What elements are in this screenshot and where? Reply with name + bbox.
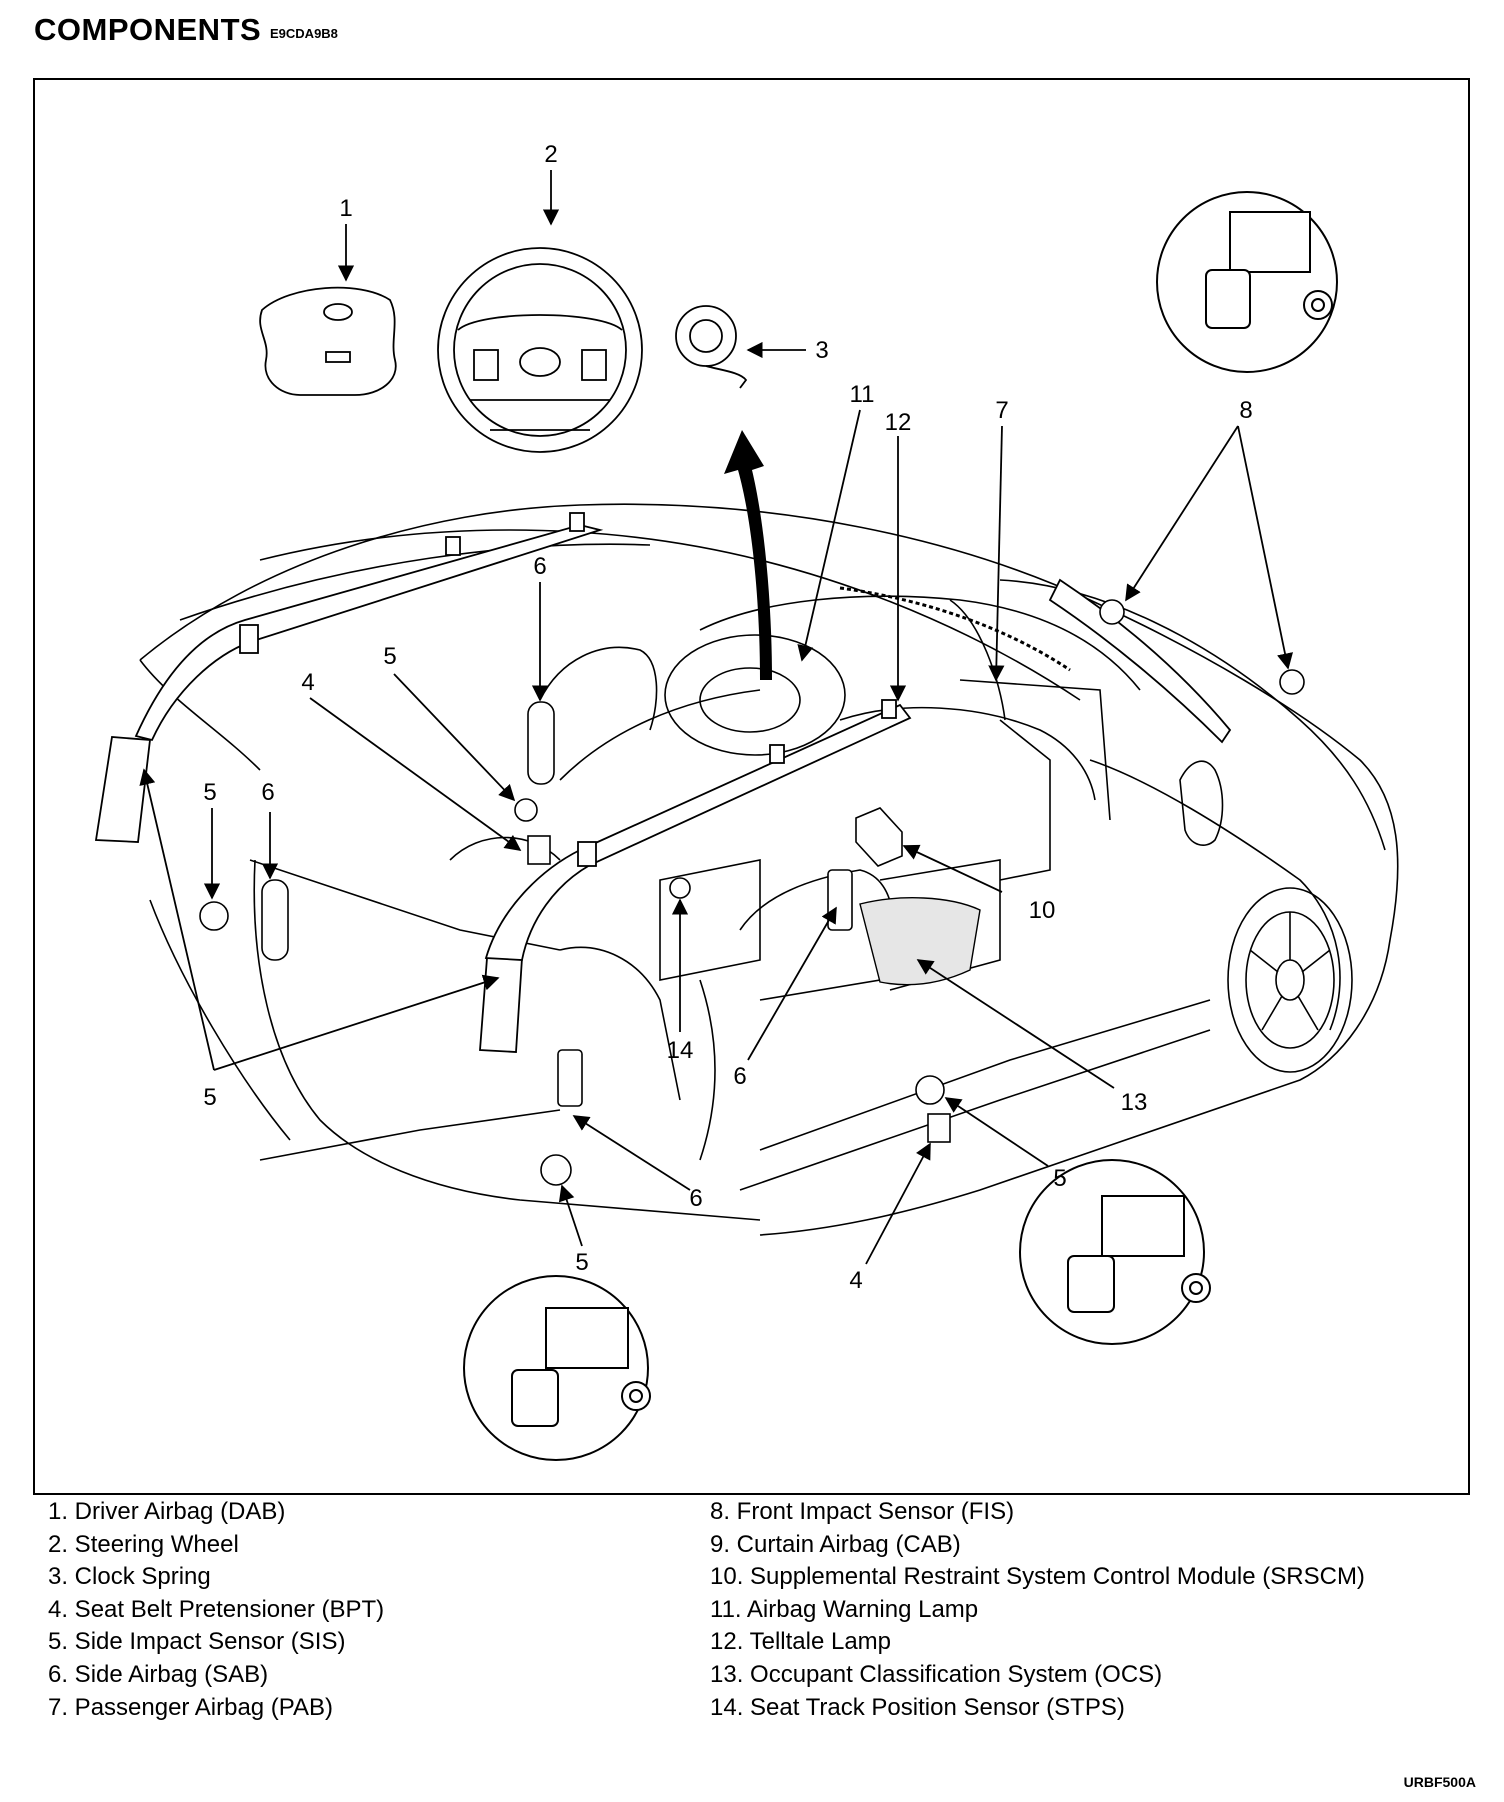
leader-13: [916, 959, 1115, 1089]
leader-5-top: [393, 673, 516, 802]
callout-label: 11: [850, 381, 875, 408]
callout-label: 12: [885, 409, 912, 436]
legend-item: 13. Occupant Classification System (OCS): [710, 1660, 1163, 1688]
side-impact-sensor-detail-left: [463, 1275, 651, 1461]
callout-label: 1: [339, 195, 352, 222]
callout-label: 5: [575, 1249, 588, 1276]
sensor-markers: [199, 599, 1305, 1186]
car-steering-wheel: [664, 634, 846, 756]
legend-item: 12. Telltale Lamp: [710, 1628, 892, 1656]
callout-label: 5: [1053, 1165, 1066, 1192]
srscm-module-shape: [855, 807, 903, 867]
leader-10: [902, 844, 1003, 893]
callout-label: 4: [301, 669, 314, 696]
leader-9a: [139, 768, 215, 1071]
leader-7: [988, 425, 1005, 682]
wheel: [1227, 887, 1353, 1073]
legend-item: 10. Supplemental Restraint System Contro…: [710, 1563, 1365, 1591]
clock-spring-illustration: [675, 305, 748, 389]
steering-wheel-illustration: [437, 247, 643, 453]
document-code: E9CDA9B8: [270, 26, 338, 41]
leader-5-right: [944, 1097, 1049, 1167]
legend-item: 9. Curtain Airbag (CAB): [710, 1530, 961, 1558]
car-body-outline: [139, 503, 1399, 1236]
leader-6-bottom: [572, 1115, 691, 1191]
legend-item: 2. Steering Wheel: [48, 1530, 239, 1558]
callout-label: 8: [1239, 397, 1252, 424]
callout-label: 6: [733, 1063, 746, 1090]
callout-label: 5: [203, 1084, 216, 1111]
leader-4-top: [309, 697, 522, 851]
callout-label: 6: [689, 1185, 702, 1212]
callout-label: 13: [1121, 1089, 1148, 1116]
leader-9b: [213, 974, 500, 1071]
legend-item: 8. Front Impact Sensor (FIS): [710, 1498, 1015, 1525]
legend-left: 1. Driver Airbag (DAB) 2. Steering Wheel…: [48, 1496, 384, 1724]
leader-6-mid: [747, 906, 837, 1061]
callout-label: 14: [667, 1037, 694, 1064]
callout-label: 2: [544, 141, 557, 168]
removal-arrow: [724, 430, 772, 680]
callout-label: 6: [261, 779, 274, 806]
legend-item: 4. Seat Belt Pretensioner (BPT): [48, 1595, 385, 1623]
figure-code: URBF500A: [1403, 1774, 1476, 1790]
side-impact-sensor-detail-right: [1019, 1159, 1211, 1345]
callout-label: 5: [203, 779, 216, 806]
legend-item: 7. Passenger Airbag (PAB): [48, 1693, 334, 1721]
leader-5-bottom: [558, 1184, 583, 1247]
defroster-strip: [839, 586, 1071, 672]
legend-right: 8. Front Impact Sensor (FIS) 9. Curtain …: [710, 1496, 1365, 1724]
callout-label: 5: [383, 643, 396, 670]
leader-4-bottom: [865, 1142, 931, 1265]
leader-11: [797, 409, 861, 662]
side-mirror: [1179, 760, 1224, 846]
callout-label: 7: [995, 397, 1008, 424]
legend-item: 11. Airbag Warning Lamp: [710, 1595, 979, 1623]
curtain-airbag-left: [94, 512, 604, 843]
legend-item: 5. Side Impact Sensor (SIS): [48, 1628, 346, 1656]
leader-8a: [1125, 425, 1239, 602]
legend-item: 14. Seat Track Position Sensor (STPS): [710, 1693, 1125, 1721]
side-airbag-shapes: [261, 701, 853, 1107]
callout-label: 10: [1029, 897, 1056, 924]
legend-item: 3. Clock Spring: [48, 1563, 211, 1591]
ocs-mat-shape: [859, 897, 981, 986]
curtain-airbag-right: [479, 578, 1232, 1053]
page-title: COMPONENTS: [34, 12, 262, 47]
callout-label: 4: [849, 1267, 862, 1294]
front-impact-sensor-detail: [1156, 191, 1338, 373]
seat-belt-pretensioner-shapes: [527, 835, 951, 1143]
callout-label: 3: [815, 337, 828, 364]
diagram-frame: [33, 78, 1470, 1495]
callout-label: 6: [533, 553, 546, 580]
legend-item: 6. Side Airbag (SAB): [48, 1660, 269, 1688]
legend-item: 1. Driver Airbag (DAB): [48, 1498, 286, 1525]
leader-8b: [1237, 425, 1293, 670]
driver-airbag-illustration: [259, 286, 397, 396]
